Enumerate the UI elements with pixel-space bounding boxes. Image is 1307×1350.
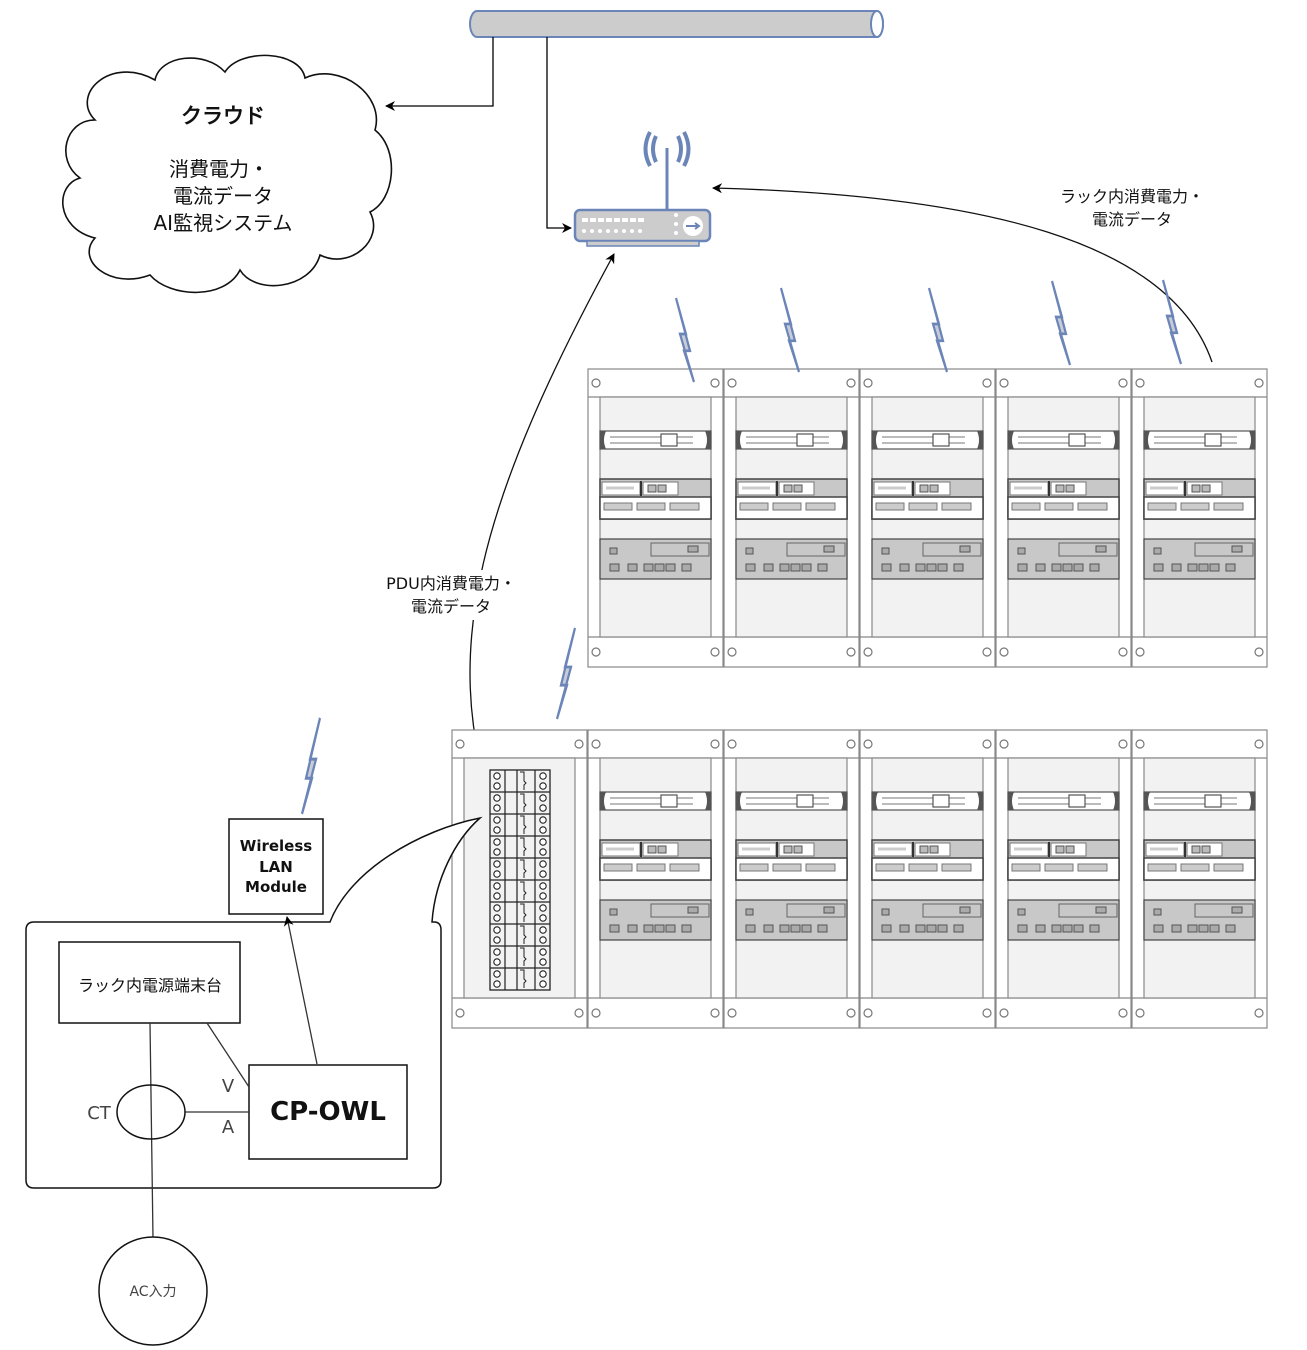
ac-input-label: AC入力 bbox=[129, 1284, 176, 1300]
cp-owl-to-module-arrow bbox=[283, 916, 318, 1065]
terminal-block-box bbox=[58, 941, 241, 1024]
ct-label: CT bbox=[87, 1103, 112, 1124]
top-rack-row bbox=[587, 368, 1268, 668]
lightning-bolt-icon bbox=[555, 626, 577, 721]
server-rack-icon bbox=[723, 368, 860, 668]
wireless-router-icon bbox=[573, 131, 712, 247]
wireless-lan-module bbox=[228, 818, 324, 915]
cp-owl-label: CP-OWL bbox=[270, 1097, 386, 1127]
pdu-data-label-2: 電流データ bbox=[411, 597, 491, 616]
lightning-bolt-icon bbox=[779, 286, 801, 374]
lightning-bolt-icon bbox=[300, 716, 322, 816]
server-rack-icon bbox=[859, 368, 996, 668]
cloud-title: クラウド bbox=[181, 104, 265, 128]
server-rack-icon bbox=[723, 729, 860, 1029]
ac-line bbox=[149, 1022, 154, 1239]
cloud-line-3: AI監視システム bbox=[154, 211, 293, 235]
pipe-to-cloud-connector bbox=[385, 37, 494, 111]
server-rack-icon bbox=[1131, 368, 1268, 668]
pdu-rack-icon bbox=[451, 729, 588, 1029]
bottom-rack-row bbox=[451, 729, 1268, 1029]
voltage-line bbox=[206, 1022, 250, 1088]
cloud-shape bbox=[62, 54, 393, 294]
network-pipe-icon bbox=[469, 10, 884, 38]
ct-sensor bbox=[116, 1084, 186, 1140]
wireless-module-label-3: Module bbox=[245, 878, 307, 896]
server-rack-icon bbox=[859, 729, 996, 1029]
lightning-bolt-icon bbox=[1161, 278, 1183, 366]
cloud-line-1: 消費電力・ bbox=[169, 157, 269, 181]
rack-data-arrow bbox=[712, 183, 1213, 363]
pdu-data-label-1: PDU内消費電力・ bbox=[386, 574, 516, 593]
ac-input-node bbox=[98, 1236, 208, 1346]
server-rack-icon bbox=[1131, 729, 1268, 1029]
lightning-bolt-icon bbox=[1050, 279, 1072, 367]
voltage-label: V bbox=[222, 1076, 235, 1097]
pdu-terminal-block-icon bbox=[489, 769, 551, 991]
server-rack-icon bbox=[587, 368, 724, 668]
wireless-module-label-1: Wireless bbox=[240, 837, 313, 855]
current-label: A bbox=[222, 1117, 235, 1138]
server-rack-icon bbox=[995, 729, 1132, 1029]
cloud-line-2: 電流データ bbox=[173, 184, 273, 208]
top-row-wireless-signals bbox=[674, 278, 1183, 384]
server-rack-icon bbox=[995, 368, 1132, 668]
pipe-to-router-connector bbox=[546, 37, 572, 233]
rack-data-label-1: ラック内消費電力・ bbox=[1060, 187, 1204, 206]
terminal-block-label: ラック内電源端末台 bbox=[78, 976, 222, 995]
server-rack-icon bbox=[587, 729, 724, 1029]
rack-data-label-2: 電流データ bbox=[1092, 210, 1172, 229]
cp-owl-device bbox=[248, 1064, 408, 1160]
lightning-bolt-icon bbox=[927, 286, 949, 374]
wireless-module-label-2: LAN bbox=[259, 858, 293, 876]
